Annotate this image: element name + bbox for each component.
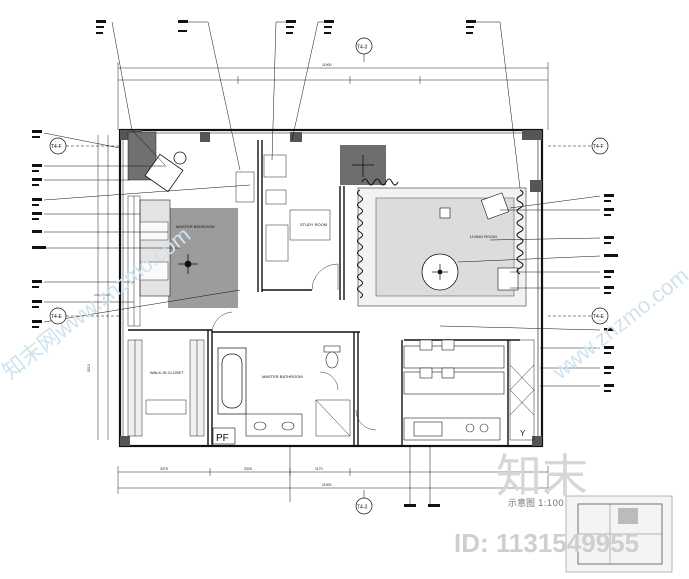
ceiling-light-cabinet	[352, 155, 374, 177]
leader-lines-top	[111, 21, 521, 189]
leader-lines-left	[43, 132, 251, 323]
vanity-counter	[245, 413, 303, 437]
study-furniture	[235, 154, 331, 262]
bottom-dimension-1: 3375	[160, 467, 168, 471]
leader-lines-right	[439, 195, 601, 387]
watermark-logo: 知末	[496, 449, 588, 503]
grid-marker-right-upper: T4-F	[548, 137, 609, 155]
y-tag: Y	[520, 429, 526, 438]
grid-marker-top: T4-3	[355, 37, 373, 62]
ceiling-light-bedroom	[178, 254, 198, 274]
interior-walls	[128, 140, 520, 446]
room-label-living-room: LIVING ROOM	[470, 234, 497, 239]
grid-label-left-lower: T4-E	[51, 314, 63, 320]
pf-box	[212, 427, 236, 445]
grid-marker-bottom: T4-3	[355, 490, 373, 515]
thumbnail-plan	[565, 495, 673, 573]
leader-lines-bottom	[289, 446, 431, 504]
grid-label-right-upper: T4-F	[593, 144, 604, 150]
scale-caption: 示意图 1:100	[508, 497, 564, 509]
lounge-chair	[144, 151, 187, 193]
left-dimension: 3210	[87, 364, 91, 372]
annotation-tags-right	[604, 194, 618, 392]
top-dimension-lines	[117, 62, 549, 130]
watermark-diagonal-right: www.znzmo.com	[547, 263, 689, 385]
grid-label-right-lower: T4-E	[593, 314, 605, 320]
bottom-dimension-2: 3325	[244, 467, 252, 471]
room-label-master-bedroom: MASTER BEDROOM	[176, 224, 214, 229]
shower-area	[315, 399, 351, 437]
bottom-dimension-lines	[117, 466, 549, 494]
living-armchairs	[439, 192, 519, 291]
closet-shelving	[127, 339, 205, 437]
bottom-total-dimension: 11900	[322, 483, 332, 487]
grid-label-bottom: T4-3	[357, 505, 368, 511]
watermark-id: ID: 1131549955	[454, 528, 639, 558]
grid-marker-left-upper: T4-F	[49, 137, 120, 155]
kitchen-counter	[403, 417, 501, 441]
toilet	[323, 345, 341, 369]
dining-table	[403, 339, 505, 395]
ceiling-light-living	[432, 264, 448, 280]
bedroom-rug	[168, 208, 238, 308]
door-swings	[211, 263, 377, 431]
curtain-lines	[357, 178, 524, 299]
room-label-walk-in-closet: WALK-IN CLOSET	[150, 370, 184, 375]
grid-label-left-upper: T4-F	[51, 144, 62, 150]
top-total-dimension: 11900	[322, 63, 332, 67]
room-label-study-room: STUDY ROOM	[300, 222, 327, 227]
bottom-dimension-3: 1170	[315, 467, 323, 471]
bathtub	[217, 347, 247, 415]
tall-cabinet	[509, 339, 535, 441]
annotation-tags-bottom	[404, 504, 440, 507]
bedroom-wardrobe	[127, 131, 157, 327]
room-label-master-bathroom: MASTER BATHROOM	[262, 374, 303, 379]
left-dimension-lines	[94, 135, 112, 440]
watermark-diagonal-left: 知末网www.znzmo.com	[0, 222, 195, 384]
annotation-tags-left	[32, 130, 46, 328]
pf-tag: PF	[216, 433, 229, 444]
annotation-tags-top	[96, 20, 476, 34]
grid-label-top: T4-3	[357, 45, 368, 51]
grid-marker-left-lower: T4-E	[49, 307, 120, 325]
grid-marker-right-lower: T4-E	[548, 307, 609, 325]
